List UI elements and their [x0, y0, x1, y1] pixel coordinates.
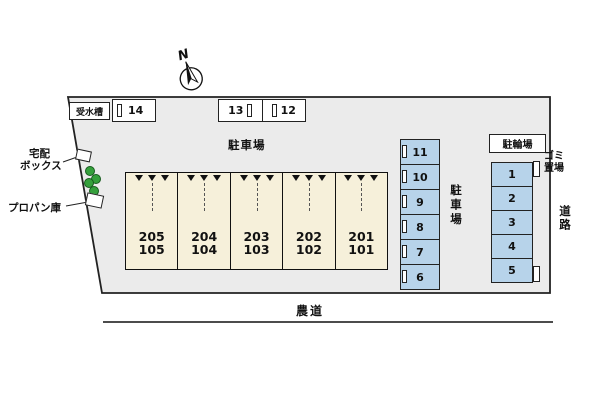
parking-space-7: 7: [401, 240, 439, 265]
meter-box-icon: [533, 266, 540, 282]
entrance-markers-icon: [178, 175, 229, 181]
north-compass-icon: N: [176, 47, 203, 91]
parking-space-9: 9: [401, 190, 439, 215]
unit-numbers: 205 105: [126, 230, 177, 256]
meter-box-icon: [117, 104, 122, 117]
space-number: 12: [280, 104, 296, 117]
parking-lot-vertical-label: 駐車場: [449, 184, 463, 228]
unit-numbers: 204 104: [178, 230, 229, 256]
parking-space-4: 4: [492, 235, 532, 259]
bicycle-parking-box: 駐輪場: [489, 134, 546, 153]
parking-space-8: 8: [401, 215, 439, 240]
road-label: 道路: [558, 205, 572, 232]
parking-space-14: 14: [112, 99, 156, 122]
building-unit-205-105: 205 105: [126, 173, 179, 269]
meter-box-icon: [402, 145, 407, 158]
meter-box-icon: [402, 195, 407, 208]
building-unit-201-101: 201 101: [336, 173, 387, 269]
space-number: 11: [412, 145, 428, 159]
parking-spaces-13-12: 13 12: [218, 99, 306, 122]
space-number: 1: [508, 168, 516, 181]
water-tank-box: 受水槽: [69, 102, 110, 120]
farm-road-label: 農道: [296, 304, 325, 318]
propane-leader-line: [65, 201, 89, 207]
delivery-box-label-line1: 宅配: [29, 148, 50, 160]
unit-numbers: 203 103: [231, 230, 282, 256]
parking-lot-label: 駐車場: [228, 138, 266, 152]
water-tank-label: 受水槽: [75, 107, 103, 118]
space-number: 2: [508, 192, 516, 205]
parking-space-2: 2: [492, 187, 532, 211]
garbage-area-marker: [533, 161, 540, 177]
parking-space-12: 12: [261, 100, 306, 121]
garbage-label-line1: ゴミ: [544, 151, 564, 162]
unit-number-upper: 202: [295, 229, 322, 244]
unit-numbers: 201 101: [336, 230, 387, 256]
space-number: 4: [508, 240, 516, 253]
meter-box-icon: [402, 220, 407, 233]
parking-space-13: 13: [219, 100, 262, 121]
apartment-building: 205 105 204 104 203 103 202 10: [125, 172, 388, 270]
unit-number-upper: 203: [243, 229, 270, 244]
unit-number-lower: 101: [348, 242, 375, 257]
meter-box-icon: [247, 104, 253, 117]
delivery-box-label: 宅配 ボックス: [20, 148, 62, 172]
unit-number-lower: 103: [243, 242, 270, 257]
entrance-markers-icon: [336, 175, 387, 181]
parking-column-east: 11 10 9 8 7 6: [400, 139, 440, 290]
space-number: 7: [416, 245, 424, 259]
parking-space-6: 6: [401, 265, 439, 289]
propane-storage-label: プロパン庫: [8, 202, 62, 214]
unit-number-lower: 102: [295, 242, 322, 257]
parking-space-1: 1: [492, 163, 532, 187]
unit-number-lower: 104: [191, 242, 218, 257]
unit-numbers: 202 102: [283, 230, 334, 256]
space-number: 10: [412, 170, 428, 184]
compass-n-label: N: [176, 47, 191, 65]
meter-box-icon: [271, 104, 277, 117]
unit-number-upper: 204: [191, 229, 218, 244]
building-unit-203-103: 203 103: [231, 173, 284, 269]
parking-space-11: 11: [401, 140, 439, 165]
meter-box-icon: [402, 270, 407, 283]
space-number: 8: [416, 220, 424, 234]
parking-space-3: 3: [492, 211, 532, 235]
entry-path-dashed-line: [361, 183, 363, 211]
space-number: 5: [508, 264, 516, 277]
meter-box-icon: [402, 170, 407, 183]
entrance-markers-icon: [231, 175, 282, 181]
garbage-label-line2: 置場: [544, 163, 564, 174]
meter-box-icon: [402, 245, 407, 258]
entry-path-dashed-line: [308, 183, 310, 211]
parking-space-5: 5: [492, 259, 532, 282]
entrance-markers-icon: [283, 175, 334, 181]
delivery-box-label-line2: ボックス: [20, 160, 62, 172]
space-number: 6: [416, 270, 424, 284]
space-number: 14: [128, 104, 144, 117]
unit-number-lower: 105: [138, 242, 165, 257]
space-number: 3: [508, 216, 516, 229]
bicycle-parking-label: 駐輪場: [502, 140, 533, 151]
entrance-markers-icon: [126, 175, 177, 181]
entry-path-dashed-line: [204, 183, 206, 211]
entry-path-dashed-line: [151, 183, 153, 211]
building-unit-204-104: 204 104: [178, 173, 231, 269]
unit-number-upper: 201: [348, 229, 375, 244]
unit-number-upper: 205: [138, 229, 165, 244]
space-number: 9: [416, 195, 424, 209]
space-number: 13: [228, 104, 244, 117]
parking-column-far-east: 1 2 3 4 5: [491, 162, 533, 283]
entry-path-dashed-line: [256, 183, 258, 211]
parking-space-10: 10: [401, 165, 439, 190]
garbage-area-label: ゴミ 置場: [544, 151, 564, 175]
building-unit-202-102: 202 102: [283, 173, 336, 269]
